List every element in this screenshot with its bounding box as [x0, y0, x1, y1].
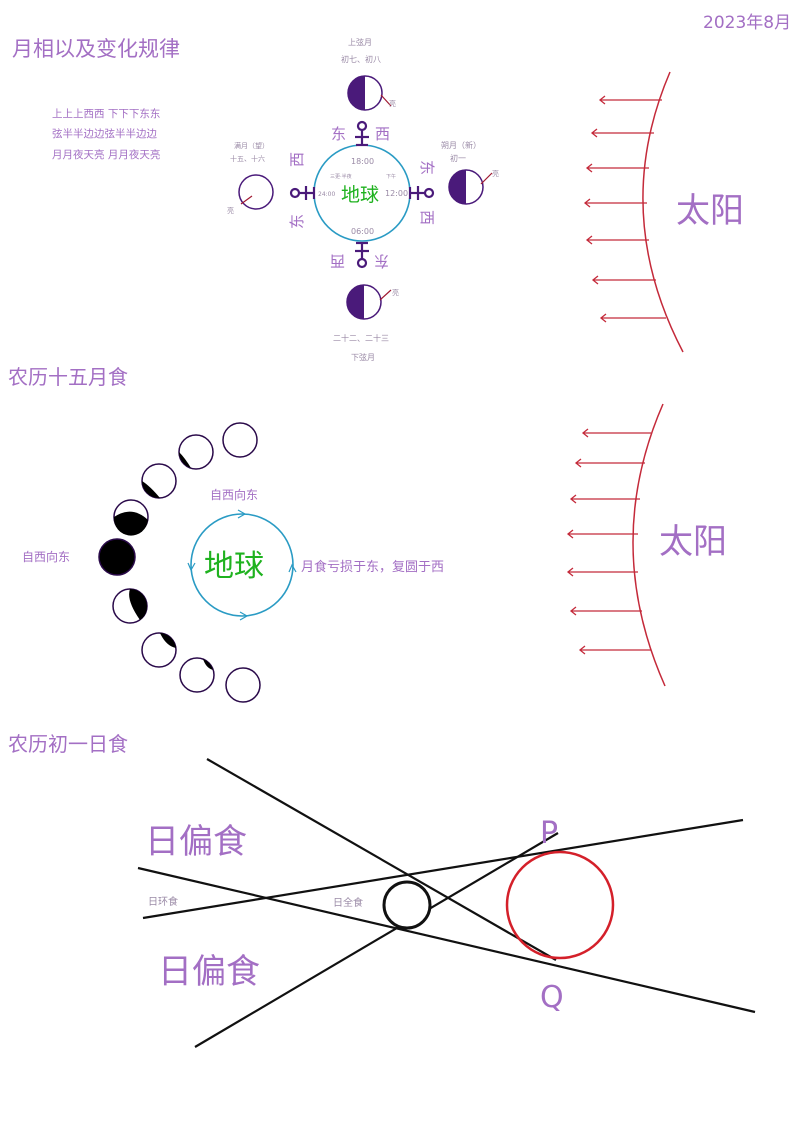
observer-top [355, 120, 369, 147]
section2-title: 农历十五月食 [8, 365, 128, 389]
dir-left-east: 东 [288, 214, 306, 229]
moon-left-label: 满月（望） [234, 141, 269, 150]
earth-diagram-1: 地球 18:00 06:00 12:00 24:00 三更·半夜 下午 [313, 144, 411, 242]
eclipse-moon-1 [222, 422, 258, 458]
observer-figures [289, 120, 435, 269]
eclipse-moon-7 [141, 632, 177, 668]
observer-left [289, 186, 316, 200]
label-total: 日全食 [333, 896, 363, 909]
sun-label-2: 太阳 [659, 522, 727, 562]
sun-rays-1 [583, 95, 666, 323]
motion-label-left: 自西向东 [22, 549, 70, 564]
rule-line-3: 月月夜天亮 月月夜天亮 [52, 148, 160, 161]
dir-top-west: 西 [375, 125, 390, 143]
moon-top-bright: 亮 [389, 99, 396, 108]
moon-right-days: 初一 [450, 153, 466, 163]
earth-circle-2 [190, 513, 294, 617]
sun-rays-2 [566, 428, 651, 655]
dir-right-east: 东 [418, 160, 436, 175]
eclipse-moon-9 [225, 667, 261, 703]
sun-diagram-1: 太阳 [583, 71, 744, 353]
sun-label-1: 太阳 [676, 191, 744, 231]
eclipse-moon-6 [112, 588, 148, 624]
moon-bottom: 亮 二十二、二十三 下弦月 [333, 284, 399, 362]
moon-right: 朔月（新） 初一 亮 [441, 140, 499, 205]
earth-label-2: 地球 [204, 549, 264, 584]
label-annular: 日环食 [148, 895, 178, 908]
moon-bottom-days: 二十二、二十三 [333, 333, 389, 343]
time-1200: 12:00 [385, 189, 408, 198]
tangent-line-2 [194, 832, 559, 1048]
eclipse-moon-total [98, 538, 136, 576]
moon-left-bright: 亮 [227, 206, 234, 215]
moon-small-circle [382, 880, 432, 930]
tangent-line-1 [206, 758, 557, 961]
moon-bottom-label: 下弦月 [351, 352, 375, 362]
point-q: Q [540, 980, 564, 1015]
rule-line-2: 弦半半边边弦半半边边 [52, 127, 157, 140]
date-label: 2023年8月 [703, 13, 791, 33]
moon-top-label: 上弦月 [348, 37, 372, 47]
eclipse-rule: 月食亏损于东，复圆于西 [301, 559, 444, 575]
time-2400: 24:00 [318, 191, 335, 198]
sun-edge-2 [632, 403, 666, 687]
time-small-left: 三更·半夜 [330, 173, 352, 180]
moon-left: 满月（望） 十五、十六 亮 [227, 141, 274, 215]
dir-bottom-west: 西 [330, 252, 345, 270]
moon-right-bright: 亮 [492, 169, 499, 178]
earth-label: 地球 [341, 184, 379, 206]
sun-edge-1 [642, 71, 684, 353]
point-p: P [540, 816, 558, 851]
eclipse-moon-8 [179, 657, 215, 693]
moon-left-days: 十五、十六 [230, 154, 265, 163]
label-partial-bottom: 日偏食 [158, 952, 260, 992]
sun-circle [505, 850, 615, 960]
tangent-line-3 [137, 866, 756, 1014]
dir-top-east: 东 [331, 125, 346, 143]
label-partial-top: 日偏食 [145, 822, 247, 862]
dir-left-west: 西 [288, 152, 306, 167]
mnemonic-rules: 上上上西西 下下下东东 弦半半边边弦半半边边 月月夜天亮 月月夜天亮 [52, 107, 160, 161]
direction-labels: 东 西 西 东 西 东 东 西 [288, 125, 436, 270]
section3-title: 农历初一日食 [8, 732, 128, 756]
sun-diagram-2: 太阳 [566, 403, 727, 687]
moon-right-label: 朔月（新） [441, 140, 481, 150]
time-0600: 06:00 [351, 227, 374, 236]
eclipse-moon-3 [141, 463, 177, 499]
eclipse-moon-2 [178, 434, 214, 470]
tangent-line-4 [142, 818, 744, 920]
moon-top-days: 初七、初八 [341, 54, 381, 64]
moon-top: 上弦月 初七、初八 亮 [341, 37, 396, 111]
moon-eclipse-sequence [98, 422, 261, 703]
observer-right [408, 186, 435, 200]
time-1800: 18:00 [351, 157, 374, 166]
section1-title: 月相以及变化规律 [12, 37, 180, 61]
eclipse-moon-4 [113, 499, 149, 536]
moon-bottom-bright: 亮 [392, 288, 399, 297]
rule-line-1: 上上上西西 下下下东东 [52, 107, 160, 120]
dir-right-west: 西 [418, 210, 436, 225]
dir-bottom-east: 东 [374, 252, 389, 270]
time-small-right: 下午 [386, 173, 396, 180]
motion-label-top: 自西向东 [210, 487, 258, 502]
observer-bottom [355, 241, 369, 269]
solar-eclipse-lines [137, 758, 756, 1048]
earth-diagram-2: 地球 [187, 509, 297, 621]
